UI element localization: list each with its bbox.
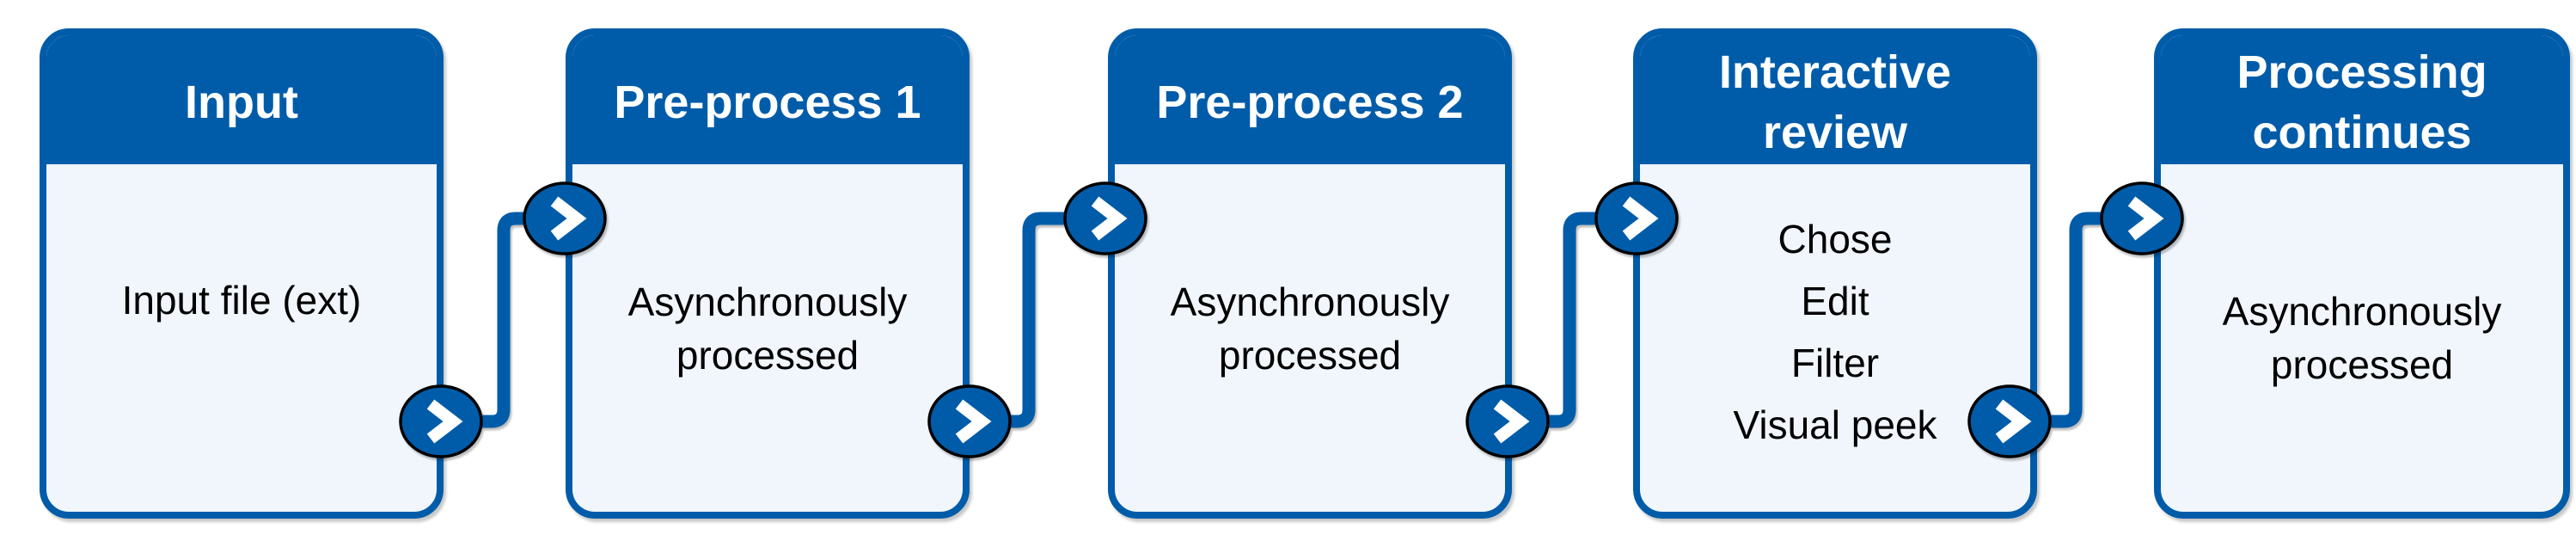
box-header: Interactive review: [1640, 35, 2030, 164]
box-title: Processing continues: [2236, 46, 2487, 158]
box-header: Input: [46, 35, 437, 164]
box-text-line: processed: [676, 333, 860, 378]
box-text-line: Chose: [1778, 217, 1893, 261]
box-title: Input: [185, 77, 298, 128]
flow-box-interactive-review: Interactive review Chose Edit Filter Vis…: [1633, 28, 2037, 519]
box-body: Input file (ext): [46, 164, 437, 512]
box-title: Interactive review: [1718, 46, 1952, 158]
flow-box-input: Input Input file (ext): [40, 28, 444, 519]
box-body: Asynchronously processed: [572, 164, 963, 512]
box-text-line: processed: [1218, 333, 1402, 378]
flow-box-processing-continues: Processing continues Asynchronously proc…: [2154, 28, 2570, 519]
box-text-line: processed: [2270, 342, 2454, 387]
box-header: Pre-process 2: [1115, 35, 1505, 164]
box-header: Pre-process 1: [572, 35, 963, 164]
flow-box-preprocess-2: Pre-process 2 Asynchronously processed: [1108, 28, 1512, 519]
box-text-line: Asynchronously: [2222, 289, 2502, 334]
box-text-line: Visual peek: [1733, 403, 1937, 447]
box-text-line: Asynchronously: [627, 280, 908, 324]
box-body: Asynchronously processed: [1115, 164, 1505, 512]
box-text-line: Filter: [1790, 341, 1880, 385]
box-title: Pre-process 1: [614, 77, 921, 128]
flow-box-preprocess-1: Pre-process 1 Asynchronously processed: [566, 28, 970, 519]
box-text-line: Edit: [1801, 279, 1869, 323]
box-text-line: Asynchronously: [1170, 280, 1450, 324]
box-header: Processing continues: [2161, 35, 2563, 164]
box-body: Chose Edit Filter Visual peek: [1640, 164, 2030, 512]
box-title: Pre-process 2: [1156, 77, 1464, 128]
box-body: Asynchronously processed: [2161, 164, 2563, 512]
box-text-line: Input file (ext): [121, 278, 362, 323]
